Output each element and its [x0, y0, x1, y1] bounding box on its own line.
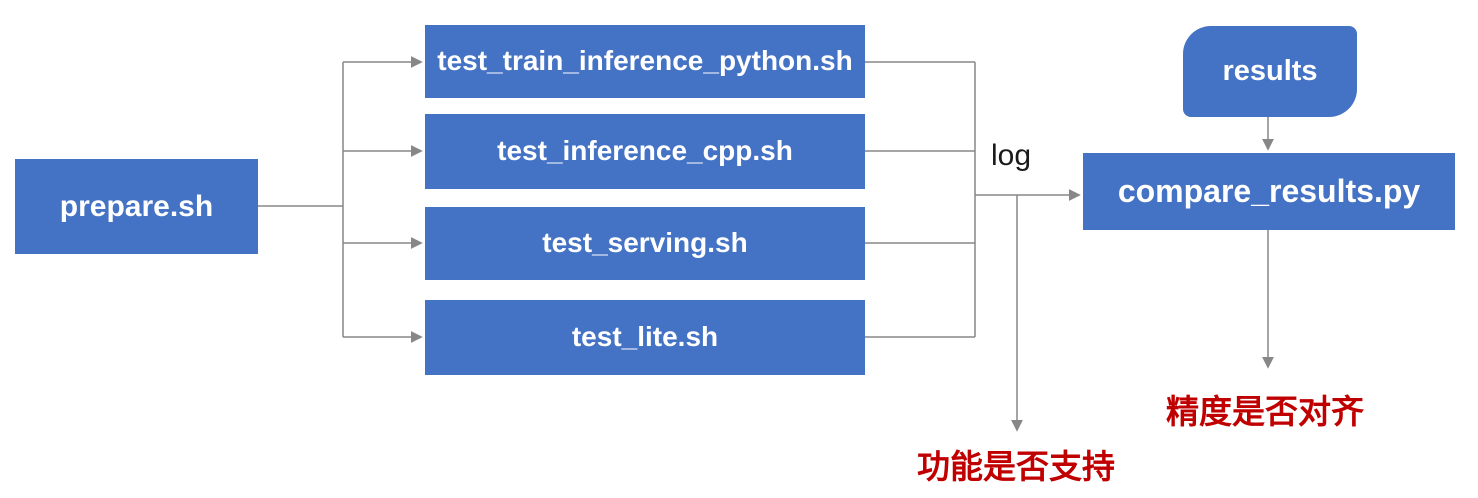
node-compare-results-py-label: compare_results.py — [1117, 172, 1421, 209]
node-test-lite-sh-label: test_lite.sh — [571, 321, 719, 353]
node-test-train-inference-python-sh: test_train_inference_python.sh — [425, 25, 865, 98]
outcome-precision-alignment: 精度是否对齐 — [1166, 393, 1364, 430]
node-results: results — [1183, 26, 1357, 117]
node-test-serving-sh: test_serving.sh — [425, 207, 865, 280]
node-prepare-sh: prepare.sh — [15, 159, 258, 254]
node-compare-results-py: compare_results.py — [1083, 153, 1455, 230]
edge-label-log: log — [991, 139, 1032, 172]
node-test-lite-sh: test_lite.sh — [425, 300, 865, 375]
outcome-function-support: 功能是否支持 — [917, 448, 1115, 485]
node-test-train-inference-python-sh-label: test_train_inference_python.sh — [437, 45, 853, 77]
node-test-serving-sh-label: test_serving.sh — [542, 227, 748, 259]
node-prepare-sh-label: prepare.sh — [59, 190, 214, 223]
node-test-inference-cpp-sh-label: test_inference_cpp.sh — [497, 135, 793, 167]
node-results-label: results — [1222, 54, 1318, 87]
node-test-inference-cpp-sh: test_inference_cpp.sh — [425, 114, 865, 189]
